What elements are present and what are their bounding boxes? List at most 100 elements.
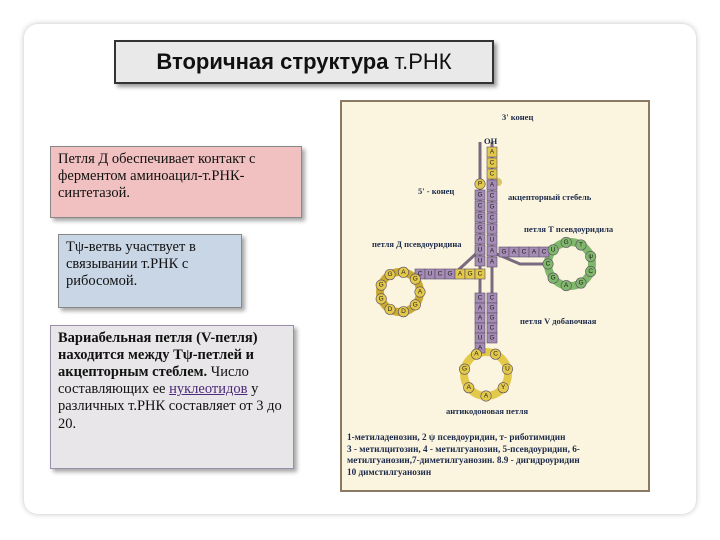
t-branch-card: Тψ-ветвь участвует в связывании т.РНК с … (58, 234, 242, 308)
d-loop-nt: G (375, 293, 387, 305)
anticodon-stem-nt: A (474, 302, 486, 314)
acceptor-right-nt: A (486, 179, 498, 191)
anticodon-stem-nt: G (486, 332, 498, 344)
acceptor-right-nt: C (486, 190, 498, 202)
svg-text:G: G (379, 282, 384, 289)
anticodon-stem-nt: G (486, 312, 498, 324)
d-loop-nt: G (384, 269, 396, 281)
acceptor-left-nt: P (474, 178, 486, 190)
acceptor-right-nt: A (486, 256, 498, 268)
acceptor-right-nt: A (486, 245, 498, 257)
svg-text:D: D (401, 308, 406, 315)
anticodon-loop-nt: A (480, 390, 492, 402)
svg-text:D: D (388, 306, 393, 313)
svg-text:C: C (438, 271, 443, 278)
svg-text:G: G (489, 335, 494, 342)
svg-text:C: C (490, 193, 495, 200)
svg-text:G: G (489, 204, 494, 211)
d-loop-nt: A (397, 266, 409, 278)
t-loop-nt: G (560, 236, 572, 248)
svg-text:G: G (477, 192, 482, 199)
t-loop-nt: ψ (585, 250, 597, 262)
acceptor-right-nt: C (486, 168, 498, 180)
svg-text:G: G (467, 271, 472, 278)
legend-line-2: 3 - метилцитозин, 4 - метилгуанозин, 5-п… (347, 443, 580, 466)
svg-text:U: U (551, 246, 556, 253)
acceptor-right-nt: C (486, 157, 498, 169)
d-stem-nt: U (424, 268, 436, 280)
anticodon-stem-nt: C (486, 322, 498, 334)
svg-text:C: C (418, 271, 423, 278)
anticodon-loop-nt: G (459, 363, 471, 375)
trna-diagram-frame: 3' конец OH 5' - конец акцепторный стебе… (340, 100, 650, 492)
svg-text:G: G (413, 276, 418, 283)
svg-text:C: C (542, 249, 547, 256)
v-loop-card-bold-text: Вариабельная петля (V-петля) находится м… (58, 330, 258, 381)
label-oh: OH (484, 136, 498, 146)
d-stem-nt: C (474, 268, 486, 280)
nucleotides-link[interactable]: нуклеотидов (169, 381, 248, 398)
svg-text:U: U (490, 237, 495, 244)
svg-text:C: C (490, 215, 495, 222)
d-stem-nt: G (444, 268, 456, 280)
t-stem-nt: A (528, 246, 540, 258)
svg-text:U: U (478, 325, 483, 332)
svg-text:C: C (546, 261, 551, 268)
svg-text:A: A (490, 149, 495, 156)
anticodon-stem-nt: C (474, 292, 486, 304)
v-loop-card-text-before: Число составляющих ее (58, 364, 249, 398)
label-d-loop: петля Д псевдоуридина (372, 239, 462, 249)
svg-text:C: C (490, 171, 495, 178)
svg-text:U: U (478, 335, 483, 342)
page-title: Вторичная структура т.РНК (114, 40, 494, 84)
svg-text:A: A (532, 249, 537, 256)
anticodon-stem-nt: C (486, 292, 498, 304)
d-loop-nt: G (409, 299, 421, 311)
label-acceptor: акцепторный стебель (508, 192, 592, 202)
acceptor-right-nt: C (486, 212, 498, 224)
svg-text:A: A (490, 259, 495, 266)
t-loop-nt: A (560, 280, 572, 292)
label-5-end: 5' - конец (418, 186, 454, 196)
svg-text:G: G (551, 275, 556, 282)
svg-text:G: G (501, 249, 506, 256)
acceptor-left-nt: G (474, 222, 486, 234)
svg-text:G: G (387, 271, 392, 278)
svg-text:U: U (505, 366, 510, 373)
t-loop-nt: C (585, 266, 597, 278)
svg-text:G: G (578, 280, 583, 287)
t-stem-nt: C (538, 246, 550, 258)
acceptor-right-nt: U (486, 223, 498, 235)
t-stem-nt: A (508, 246, 520, 258)
svg-text:G: G (379, 295, 384, 302)
d-loop-card: Петля Д обеспечивает контакт с ферментом… (50, 146, 302, 218)
acceptor-left-nt: G (474, 189, 486, 201)
acceptor-right-nt: U (486, 234, 498, 246)
label-3-end: 3' конец (502, 112, 533, 122)
svg-text:T: T (579, 241, 583, 248)
diagram-legend: 1-метиладенозин, 2 ψ псевдоуридин, т- ри… (347, 432, 647, 478)
t-stem-nt: G (498, 246, 510, 258)
t-loop-nt: T (575, 239, 587, 251)
legend-line-1: 1-метиладенозин, 2 ψ псевдоуридин, т- ри… (347, 432, 566, 442)
label-anticodon: антикодоновая петля (446, 406, 528, 416)
anticodon-loop-nt: C (490, 348, 502, 360)
anticodon-stem-nt: U (474, 322, 486, 334)
svg-text:A: A (418, 289, 423, 296)
title-bold-part: Вторичная структура (156, 49, 389, 74)
svg-text:A: A (478, 345, 483, 352)
d-stem-nt: A (454, 268, 466, 280)
t-loop-nt: G (547, 272, 559, 284)
trna-diagram: 3' конец OH 5' - конец акцепторный стебе… (372, 112, 614, 416)
label-v-loop: петля V добавочная (520, 316, 597, 326)
svg-text:G: G (489, 305, 494, 312)
svg-text:A: A (467, 384, 472, 391)
svg-text:U: U (428, 271, 433, 278)
anticodon-loop-nt: A (463, 382, 475, 394)
svg-text:C: C (490, 325, 495, 332)
svg-text:G: G (447, 271, 452, 278)
svg-text:A: A (512, 249, 517, 256)
svg-text:A: A (401, 269, 406, 276)
svg-text:C: C (478, 203, 483, 210)
